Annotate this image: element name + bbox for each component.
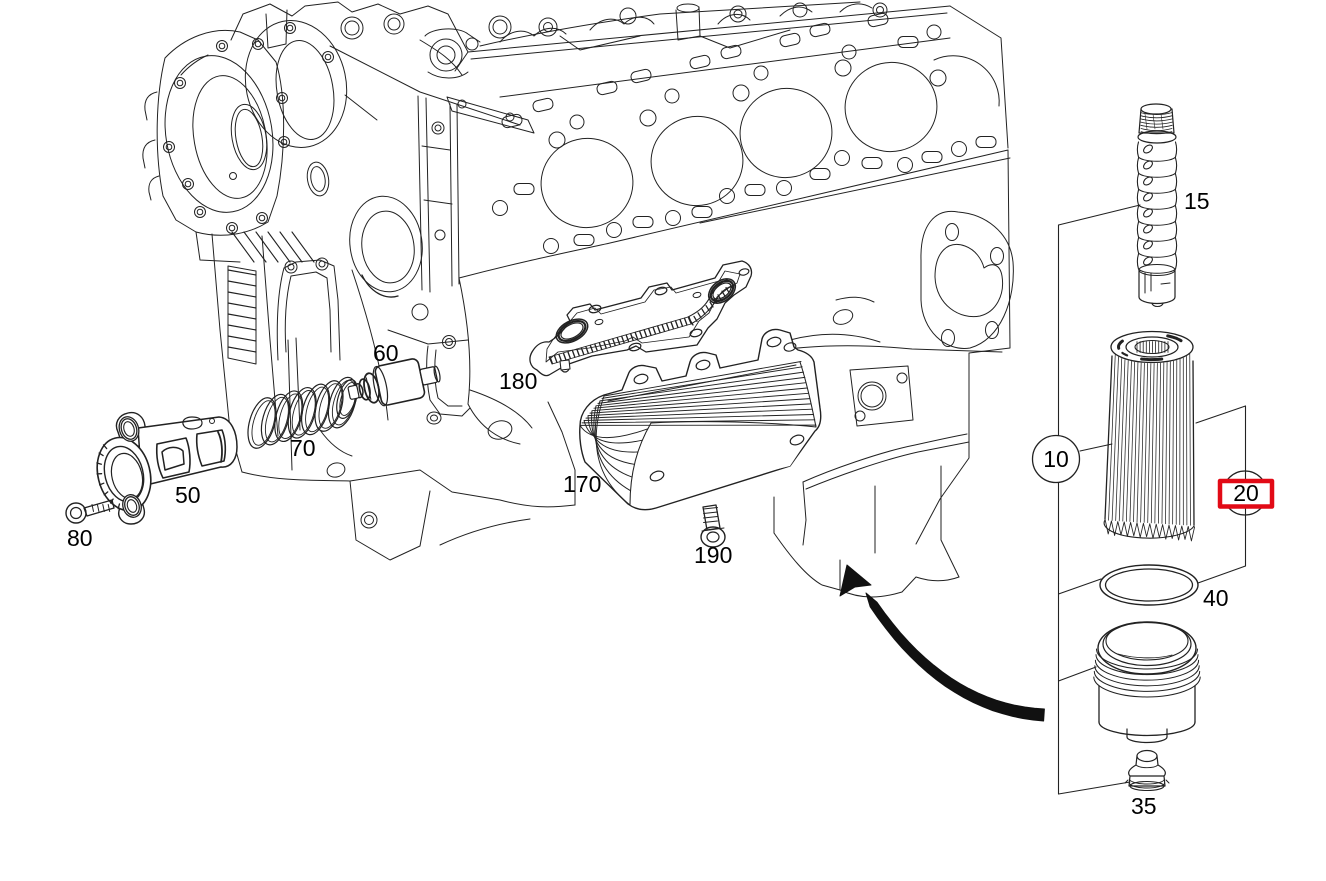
svg-text:80: 80	[67, 525, 93, 551]
svg-text:40: 40	[1203, 585, 1229, 611]
svg-text:15: 15	[1184, 188, 1210, 214]
svg-text:10: 10	[1043, 446, 1069, 472]
svg-text:190: 190	[694, 542, 732, 568]
svg-text:20: 20	[1233, 480, 1259, 506]
svg-text:170: 170	[563, 471, 601, 497]
svg-text:70: 70	[290, 435, 316, 461]
svg-text:180: 180	[499, 368, 537, 394]
svg-text:60: 60	[373, 340, 399, 366]
svg-text:35: 35	[1131, 793, 1157, 819]
svg-text:50: 50	[175, 482, 201, 508]
